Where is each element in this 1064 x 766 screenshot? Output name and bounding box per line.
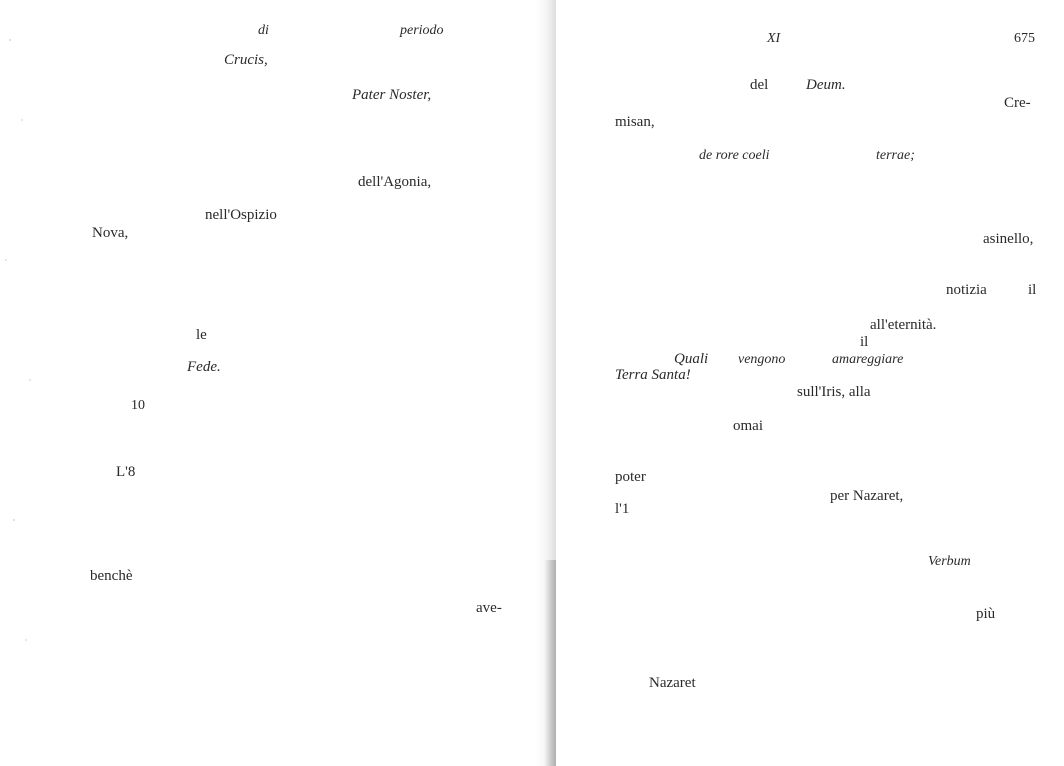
right-fragment-12: Quali xyxy=(674,351,709,367)
right-fragment-21: Verbum xyxy=(928,554,971,569)
right-fragment-9: il xyxy=(1028,282,1037,298)
page-number: 675 xyxy=(1014,31,1035,46)
right-fragment-7: asinello, xyxy=(983,231,1034,247)
right-fragment-20: l'1 xyxy=(615,501,630,517)
left-fragment-9: Fede. xyxy=(187,359,221,375)
left-fragment-4: Pater Noster, xyxy=(352,87,432,103)
right-fragment-22: più xyxy=(976,606,996,622)
right-fragment-14: amareggiare xyxy=(832,352,904,367)
running-head: XI xyxy=(767,31,781,46)
right-fragment-3: Cre- xyxy=(1004,95,1031,111)
right-page: XI 675 del Deum. Cre- misan, de rore coe… xyxy=(556,0,1064,766)
scan-edge-noise xyxy=(0,0,40,766)
right-fragment-5: de rore coeli xyxy=(699,148,770,163)
right-fragment-17: omai xyxy=(733,418,763,434)
left-fragment-1: di xyxy=(258,23,269,38)
right-fragment-6: terrae; xyxy=(876,148,915,163)
left-fragment-8: le xyxy=(196,327,207,343)
left-fragment-2: periodo xyxy=(400,23,444,38)
right-fragment-13: vengono xyxy=(738,352,786,367)
left-fragment-11: L'8 xyxy=(116,464,136,480)
left-fragment-13: ave- xyxy=(476,600,502,616)
right-fragment-18: poter xyxy=(615,469,646,485)
right-fragment-4: misan, xyxy=(615,114,655,130)
right-fragment-10: all'eternità. xyxy=(870,317,937,333)
left-fragment-3: Crucis, xyxy=(224,52,268,68)
right-fragment-11: il xyxy=(860,334,869,350)
right-fragment-15: Terra Santa! xyxy=(615,367,691,383)
left-fragment-10: 10 xyxy=(131,398,145,413)
left-fragment-5: dell'Agonia, xyxy=(358,174,432,190)
right-fragment-2: Deum. xyxy=(806,77,846,93)
right-fragment-19: per Nazaret, xyxy=(830,488,904,504)
right-fragment-16: sull'Iris, alla xyxy=(797,384,871,400)
right-fragment-8: notizia xyxy=(946,282,987,298)
left-fragment-12: benchè xyxy=(90,568,133,584)
left-fragment-6: nell'Ospizio xyxy=(205,207,277,223)
left-fragment-7: Nova, xyxy=(92,225,129,241)
right-fragment-1: del xyxy=(750,77,769,93)
left-page: di periodo Crucis, Pater Noster, dell'Ag… xyxy=(0,0,502,766)
right-fragment-23: Nazaret xyxy=(649,675,696,691)
